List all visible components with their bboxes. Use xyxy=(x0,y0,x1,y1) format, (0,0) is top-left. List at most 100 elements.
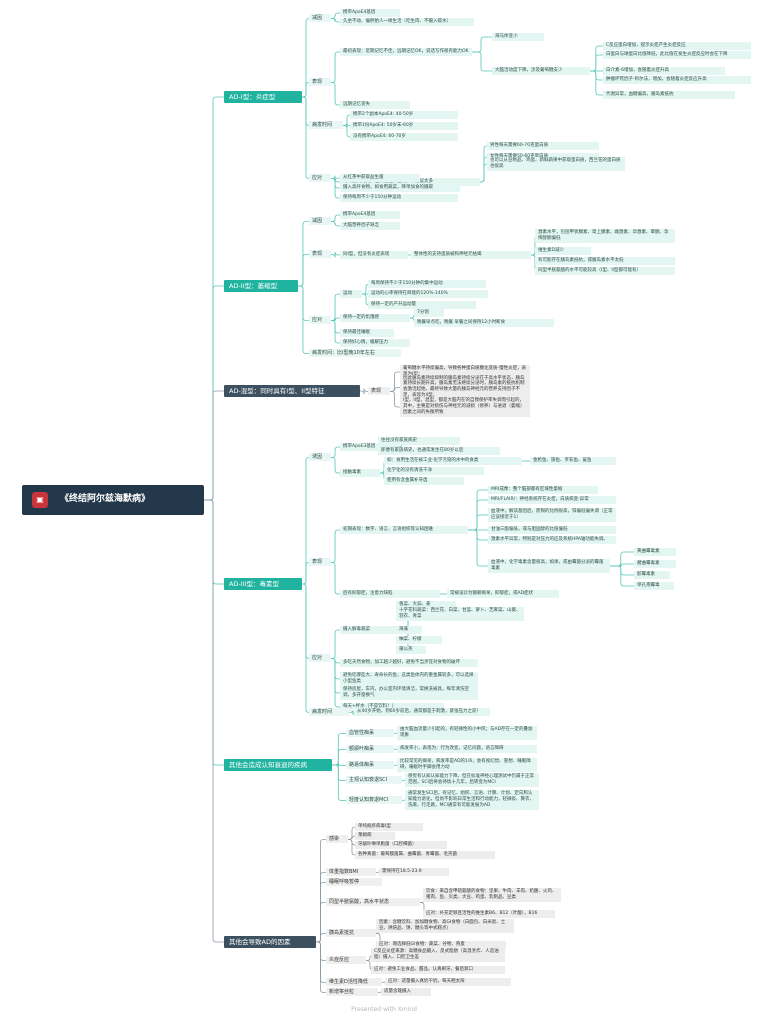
leaf-topic[interactable]: 使用有含金属补牙齿 xyxy=(384,477,464,485)
leaf-topic[interactable]: MRI成像：整个脑部都有区域性萎缩 xyxy=(488,486,598,494)
leaf-topic[interactable]: 病发率小，表现为：行为改变，记忆问题，语言障碍 xyxy=(397,745,537,753)
subtopic[interactable]: 应对 xyxy=(309,315,331,324)
subtopic[interactable]: 轻度认知衰退MCI xyxy=(346,795,402,804)
leaf-topic[interactable]: 远期记忆丧失 xyxy=(340,101,410,109)
leaf-topic[interactable]: C反应炎症来源：高糖食品摄入、反式脂肪（高温烹炸、人造油脂）摄入、口腔卫生差 xyxy=(371,948,505,962)
leaf-topic[interactable]: 感觉有认知认知能力下降，但在标准神经心理测试中仍属于正常范围，SCI后将会持续十… xyxy=(405,773,539,787)
leaf-topic[interactable]: 莱姆病 xyxy=(355,832,395,840)
leaf-topic[interactable]: 保持每周不少于150分钟运动 xyxy=(340,194,458,202)
leaf-topic[interactable]: 激素水平异常，特别是对压力的应及系统HPA轴功能失调。 xyxy=(488,536,616,544)
leaf-topic[interactable]: 避免吃哪些大、寿命长的鱼，这类鱼体内的重金属较多，可以选择小型鱼类 xyxy=(340,672,478,686)
leaf-topic[interactable]: 携带ApoE4基因 xyxy=(340,9,400,17)
leaf-topic[interactable]: 7分饱 xyxy=(414,309,444,317)
leaf-topic[interactable]: 保持最佳睡眠 xyxy=(340,329,394,337)
leaf-topic[interactable]: 维生素D减少 xyxy=(535,247,591,255)
leaf-topic[interactable]: 多吃天然食物，加工越少越好，避免不当烹饪对食物的破坏 xyxy=(340,659,478,667)
branch-other-factors[interactable]: 其他会导致AD的因素 xyxy=(224,936,316,949)
leaf-topic[interactable]: 黄曲霉毒素 xyxy=(634,548,676,556)
leaf-topic[interactable]: 大脑活动度下降，涉及葡萄糖支少 xyxy=(492,67,590,75)
leaf-topic[interactable]: 代谢异常，血糖偏高，胰岛素抵抗 xyxy=(603,91,735,99)
leaf-topic[interactable]: 携带2个副本ApoE4: 40-50岁 xyxy=(350,111,458,119)
leaf-topic[interactable]: 初期表现：数字、语言、言语组织等认知困难 xyxy=(340,526,468,534)
branch-ad-mixed[interactable]: AD-混型：同时具有I型、II型特征 xyxy=(224,385,360,398)
subtopic[interactable]: 新增睾丝粒 xyxy=(326,987,378,996)
subtopic[interactable]: 减因 xyxy=(309,216,331,225)
subtopic[interactable]: 表现 xyxy=(309,77,331,86)
subtopic[interactable]: 主观认知衰退SCI xyxy=(346,775,402,784)
leaf-topic[interactable]: 最初表现：近期记忆不佳，远期记忆OK，说话写作很有能力OK xyxy=(340,48,472,56)
leaf-topic[interactable]: 没有携带ApoE4: 60-70岁 xyxy=(350,133,458,141)
leaf-topic[interactable]: 香菜、大蒜、姜 xyxy=(396,601,456,609)
leaf-topic[interactable]: 白蛋白与球蛋白比值降低，此比值在发生炎症反应时会在下降 xyxy=(603,51,751,59)
leaf-topic[interactable]: 携带ApoE3基因 xyxy=(340,443,398,451)
subtopic[interactable]: 病发时间：比I型晚10年左右 xyxy=(309,348,401,357)
leaf-topic[interactable]: 保持一定的产升运动量 xyxy=(368,301,476,309)
leaf-topic[interactable]: 同I型，但没有炎症表现 xyxy=(340,251,408,259)
subtopic[interactable]: 维生素D活性降低 xyxy=(326,977,382,986)
branch-ad-type1[interactable]: AD-I型：炎症型 xyxy=(224,91,302,104)
leaf-topic[interactable]: 赭曲霉毒素 xyxy=(634,560,676,568)
leaf-topic[interactable]: 由大脑血流量少引起的，有轻微性的小中风；与AD存在一定的叠加现象 xyxy=(397,726,537,740)
leaf-topic[interactable]: 从40岁开始，到60岁前后，通常都是于刺激，紧张压力之前！ xyxy=(354,708,490,716)
branch-ad-type3[interactable]: AD-III型：毒素型 xyxy=(224,578,302,591)
leaf-topic[interactable]: 金枪鱼、旗鱼、罗非鱼、鲨鱼 xyxy=(530,457,616,465)
subtopic[interactable]: 病发时间 xyxy=(309,120,343,129)
leaf-topic[interactable]: 摄入解毒蔬菜 xyxy=(340,626,404,634)
subtopic[interactable]: 表现 xyxy=(309,557,331,566)
subtopic[interactable]: 血管性痴呆 xyxy=(346,728,394,737)
leaf-topic[interactable]: 比较常见的痴呆，病发率是AD的1/6，会有视幻觉、妄想、睡眠障碍，睡眠时手脚会用… xyxy=(397,758,537,772)
leaf-topic[interactable]: 即便有家族病史，也通常发生在80岁以后 xyxy=(378,447,500,455)
leaf-topic[interactable]: 肿瘤坏死因子-阿尔法，增加，会随着炎症反应升高 xyxy=(603,76,751,84)
subtopic[interactable]: 额颞叶痴呆 xyxy=(346,744,394,753)
branch-other-diseases[interactable]: 其他会造成认知衰退的疾病 xyxy=(224,759,332,772)
leaf-topic[interactable]: 携带1份ApoE4: 50岁末-60岁 xyxy=(350,122,458,130)
subtopic[interactable]: 应对 xyxy=(309,653,331,662)
subtopic[interactable]: 病发时间 xyxy=(309,707,349,716)
leaf-topic[interactable]: 饮食：来自含甲硫氨酸的食物：坚果、牛肉、羊肉、奶酪、火鸡、猪肉、鱼、贝类、大豆、… xyxy=(423,888,561,902)
leaf-topic[interactable]: 十字花科蔬菜：西兰花、白菜、甘蓝、萝卜、芝麻菜、山葵、羽衣、青菜 xyxy=(396,607,524,621)
subtopic[interactable]: 表现 xyxy=(368,386,390,395)
leaf-topic[interactable]: 也可以从豆制品、鸡蛋、新鲜蔬果中获取蛋白质，西兰花的蛋白质也很高 xyxy=(487,157,625,171)
leaf-topic[interactable]: 单孔孢霉毒 xyxy=(634,582,674,590)
leaf-topic[interactable]: 应对：增选择低GI食物：蔬菜、谷物、燕麦 xyxy=(376,941,506,949)
leaf-topic[interactable]: 因素：含糖饮料、加加糖食物、高GI食物（白面包、白米饭、土豆、烘焙品、饼、糖头等… xyxy=(376,919,514,933)
subtopic[interactable]: 诱因 xyxy=(309,452,331,461)
leaf-topic[interactable]: 保持好心情，缓解压力 xyxy=(340,339,410,347)
leaf-topic[interactable]: 需保持在18.5-23.9 xyxy=(379,868,449,876)
subtopic[interactable]: 减因 xyxy=(309,13,331,22)
leaf-topic[interactable]: 因此胰岛素持续抑制的胰岛素持续分泌在于高水平状态，胰岛素持续长期升高，胰岛素无法… xyxy=(400,374,530,400)
leaf-topic[interactable]: 往往没有家族病史 xyxy=(378,437,460,445)
subtopic[interactable]: 表现 xyxy=(309,249,331,258)
subtopic[interactable]: 感染 xyxy=(326,834,348,843)
leaf-topic[interactable]: 蒲公英 xyxy=(396,646,426,654)
subtopic[interactable]: 路易体痴呆 xyxy=(346,760,394,769)
subtopic[interactable]: 体重指数BMI xyxy=(326,867,376,876)
leaf-topic[interactable]: 海藻 xyxy=(396,626,422,634)
leaf-topic[interactable]: 单纯疱疹病毒I型 xyxy=(355,823,423,831)
subtopic[interactable]: 同型半胱氨酸，高水平状态 xyxy=(326,897,420,906)
subtopic[interactable]: 应对 xyxy=(309,173,331,182)
leaf-topic[interactable]: 保持房屋，车内，办公室内环境清洁，常换洗被具，每年清洗空调，多开窗换气 xyxy=(340,686,478,700)
leaf-topic[interactable]: 女性每天需要50-60克蛋白质 xyxy=(487,153,599,161)
leaf-topic[interactable]: 血液中，化学毒素含量很高，如汞，或由霉菌分泌的霉菌毒素 xyxy=(488,559,610,573)
leaf-topic[interactable]: I型，II型、混型，都是大脑内在的自我保护率失调而引起的，其中，主要是对损伤与神… xyxy=(400,397,530,417)
leaf-topic[interactable]: 白介素-6增加，会随着炎症升高 xyxy=(603,67,725,75)
leaf-topic[interactable]: 血液中，解读基因后，而铜的比例很高，锌偏低偏失调（正常应该接近于1） xyxy=(488,508,616,522)
leaf-topic[interactable]: 适量含雄摄入 xyxy=(381,988,431,996)
leaf-topic[interactable]: 常被误诊为额颞痴呆，抑郁症，或AD症状 xyxy=(447,590,559,598)
leaf-topic[interactable]: 运动的心率保持在目能的120%-140% xyxy=(368,290,488,298)
leaf-topic[interactable]: C反应蛋白增加，提示炎症产生炎症反应 xyxy=(603,42,751,50)
leaf-topic[interactable]: 同型半胱氨酸的水平可能较高（I型、II型都可能有） xyxy=(535,267,675,275)
leaf-topic[interactable]: 摄入高纤食物，如食用蔬菜，降单加食的摄取 xyxy=(340,184,460,192)
leaf-topic[interactable]: 携带ApoE4基因 xyxy=(340,211,400,219)
leaf-topic[interactable]: 有可能存在胰岛素抵抗，或胰岛素水平太低 xyxy=(535,257,675,265)
leaf-topic[interactable]: 各种真菌：葡萄膜菌属、曲霉菌、青霉菌、毛壳菌 xyxy=(355,851,495,859)
subtopic[interactable]: 睡眠呼吸暂停 xyxy=(326,877,382,886)
leaf-topic[interactable]: 每天+杯水（不是饮料！） xyxy=(340,703,444,711)
root-topic[interactable]: ▣《终结阿尔兹海默病》 xyxy=(22,485,204,515)
leaf-topic[interactable]: 男性每天需要60-70克蛋白质 xyxy=(487,142,599,150)
leaf-topic[interactable]: 化学化的没有清洗干净 xyxy=(384,467,484,475)
leaf-topic[interactable]: 通常发生SCI后，有记忆、组织、言语、计算、计划、定向和认知能力退化，但尚不影响… xyxy=(405,790,539,810)
leaf-topic[interactable]: 后有抑郁症，注意力缺陷 xyxy=(340,590,440,598)
subtopic[interactable]: 胰岛素抵抗 xyxy=(326,928,376,937)
